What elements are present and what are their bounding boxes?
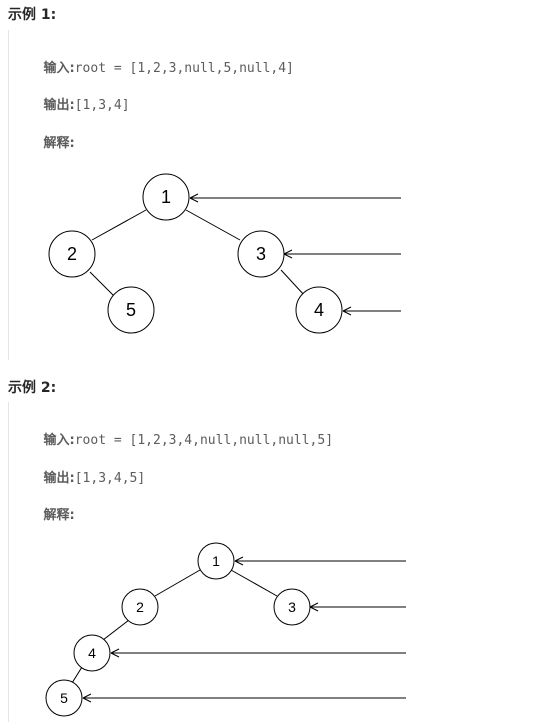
example-1-block: 输入:root = [1,2,3,null,5,null,4] 输出:[1,3,…: [8, 30, 545, 360]
edge-3-4: [280, 269, 306, 297]
node-label: 5: [126, 300, 136, 320]
edge-1-3: [230, 569, 278, 597]
tree-1-arrows: [189, 193, 401, 316]
example-2-block: 输入:root = [1,2,3,4,null,null,null,5] 输出:…: [8, 402, 545, 722]
tree-node: 4: [295, 286, 343, 334]
edge-1-2: [154, 569, 201, 597]
tree-node: 3: [237, 230, 285, 278]
tree-2-arrows: [82, 556, 406, 703]
node-label: 3: [288, 599, 296, 615]
input-value: root = [1,2,3,4,null,null,null,5]: [74, 433, 334, 448]
example-1-title: 示例 1:: [8, 7, 57, 23]
node-label: 1: [161, 187, 171, 207]
node-label: 5: [60, 690, 68, 706]
tree-1-edges: [89, 209, 306, 297]
explain-label: 解释:: [43, 136, 75, 151]
node-label: 2: [67, 244, 77, 264]
tree-node: 5: [107, 286, 155, 334]
edge-4-5: [71, 666, 83, 684]
edge-2-5: [89, 271, 115, 297]
example-2-title: 示例 2:: [8, 380, 57, 396]
explain-label: 解释:: [43, 508, 75, 523]
input-label: 输入:: [43, 61, 75, 76]
node-label: 3: [256, 244, 266, 264]
output-value: [1,3,4]: [74, 98, 130, 113]
node-label: 2: [136, 599, 144, 615]
edge-2-4: [102, 619, 130, 641]
tree-node: 4: [73, 634, 111, 672]
tree-node: 2: [48, 230, 96, 278]
output-label: 输出:: [43, 98, 75, 113]
input-label: 输入:: [43, 433, 75, 448]
tree-node: 5: [45, 679, 83, 717]
tree-2-edges: [71, 569, 278, 684]
tree-node: 1: [142, 173, 190, 221]
example-1-input: 输入:root = [1,2,3,null,5,null,4]: [27, 42, 294, 91]
example-1-output: 输出:[1,3,4]: [27, 79, 130, 128]
example-2-input: 输入:root = [1,2,3,4,null,null,null,5]: [27, 414, 333, 463]
node-label: 4: [314, 300, 324, 320]
edge-1-3: [185, 209, 241, 241]
tree-node: 2: [121, 588, 159, 626]
output-label: 输出:: [43, 471, 75, 486]
tree-node: 3: [273, 588, 311, 626]
example-2-output: 输出:[1,3,4,5]: [27, 452, 146, 501]
node-label: 4: [88, 645, 96, 661]
example-2-explain: 解释:: [27, 489, 75, 538]
tree-node: 1: [197, 542, 235, 580]
edge-1-2: [91, 209, 147, 241]
node-label: 1: [212, 553, 220, 569]
input-value: root = [1,2,3,null,5,null,4]: [74, 61, 294, 76]
example-1-explain: 解释:: [27, 117, 75, 166]
output-value: [1,3,4,5]: [74, 471, 146, 486]
